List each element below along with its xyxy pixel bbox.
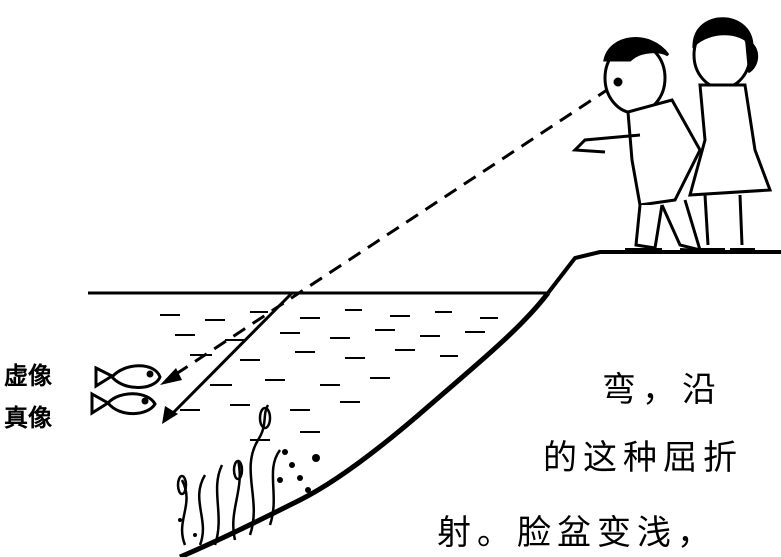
real-fish-icon	[90, 391, 157, 416]
text-line-2: 的这种屈折	[543, 438, 743, 478]
water-ripples	[160, 309, 498, 441]
text-line-3: 射。脸盆变浅，	[437, 513, 717, 553]
underwater-slope	[179, 291, 550, 557]
refracted-ray-solid	[166, 291, 294, 420]
text-line-1: 弯，沿	[602, 370, 722, 410]
virtual-fish-icon	[94, 364, 162, 389]
virtual-image-label: 虚像	[4, 361, 52, 390]
real-image-arrowhead	[162, 406, 178, 424]
shore-bank	[546, 250, 781, 295]
girl-figure	[688, 17, 773, 252]
sight-line-dashed	[169, 86, 611, 380]
seaweed-plants	[176, 404, 282, 546]
virtual-image-arrowhead	[160, 368, 182, 385]
real-image-label: 真像	[4, 403, 52, 432]
pebbles	[178, 449, 320, 537]
